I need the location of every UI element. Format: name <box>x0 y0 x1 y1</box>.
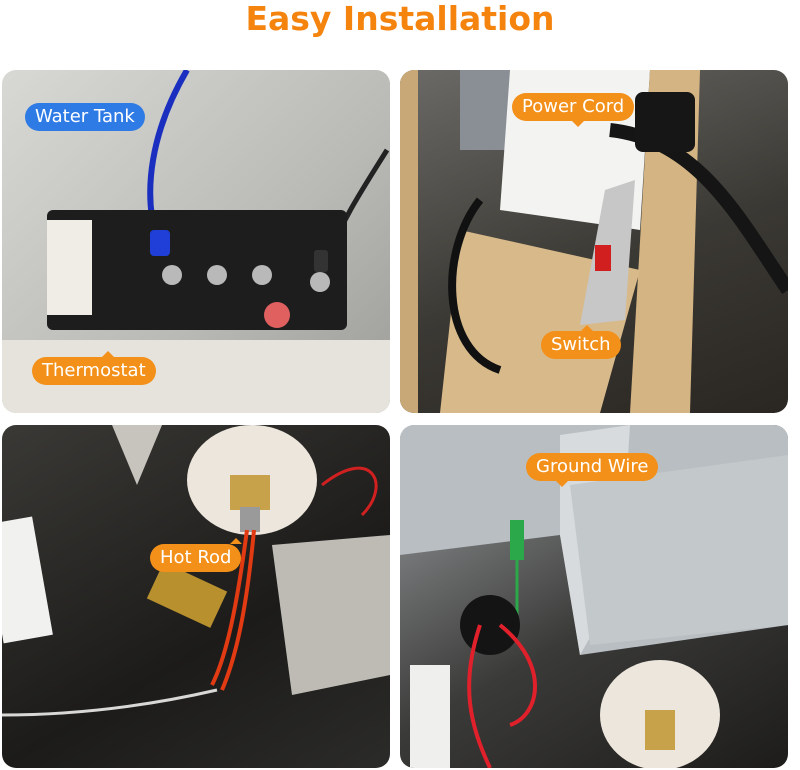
label-power-cord-text: Power Cord <box>522 96 625 117</box>
ground-wire-illustration <box>400 425 788 768</box>
photo-switch: Power Cord Switch <box>400 70 788 413</box>
label-power-cord: Power Cord <box>512 93 635 127</box>
label-switch-text: Switch <box>551 334 611 355</box>
label-pointer <box>572 121 584 127</box>
label-hot-rod-text: Hot Rod <box>160 547 232 568</box>
thermostat-illustration <box>2 70 390 413</box>
label-ground-wire-text: Ground Wire <box>536 456 649 477</box>
label-pointer <box>581 325 593 331</box>
label-ground-wire: Ground Wire <box>526 453 659 487</box>
label-pointer <box>230 538 242 544</box>
label-thermostat: Thermostat <box>32 351 156 385</box>
label-water-tank: Water Tank <box>25 103 145 131</box>
photo-hot-rod: Hot Rod <box>2 425 390 768</box>
label-thermostat-text: Thermostat <box>42 360 146 381</box>
label-switch: Switch <box>541 325 621 359</box>
photo-thermostat: Water Tank Thermostat <box>2 70 390 413</box>
label-hot-rod: Hot Rod <box>150 538 242 572</box>
label-pointer <box>556 481 568 487</box>
photo-ground-wire: Ground Wire <box>400 425 788 768</box>
label-pointer <box>102 351 114 357</box>
hot-rod-illustration <box>2 425 390 717</box>
page-title: Easy Installation <box>245 0 555 38</box>
switch-illustration <box>400 70 788 413</box>
